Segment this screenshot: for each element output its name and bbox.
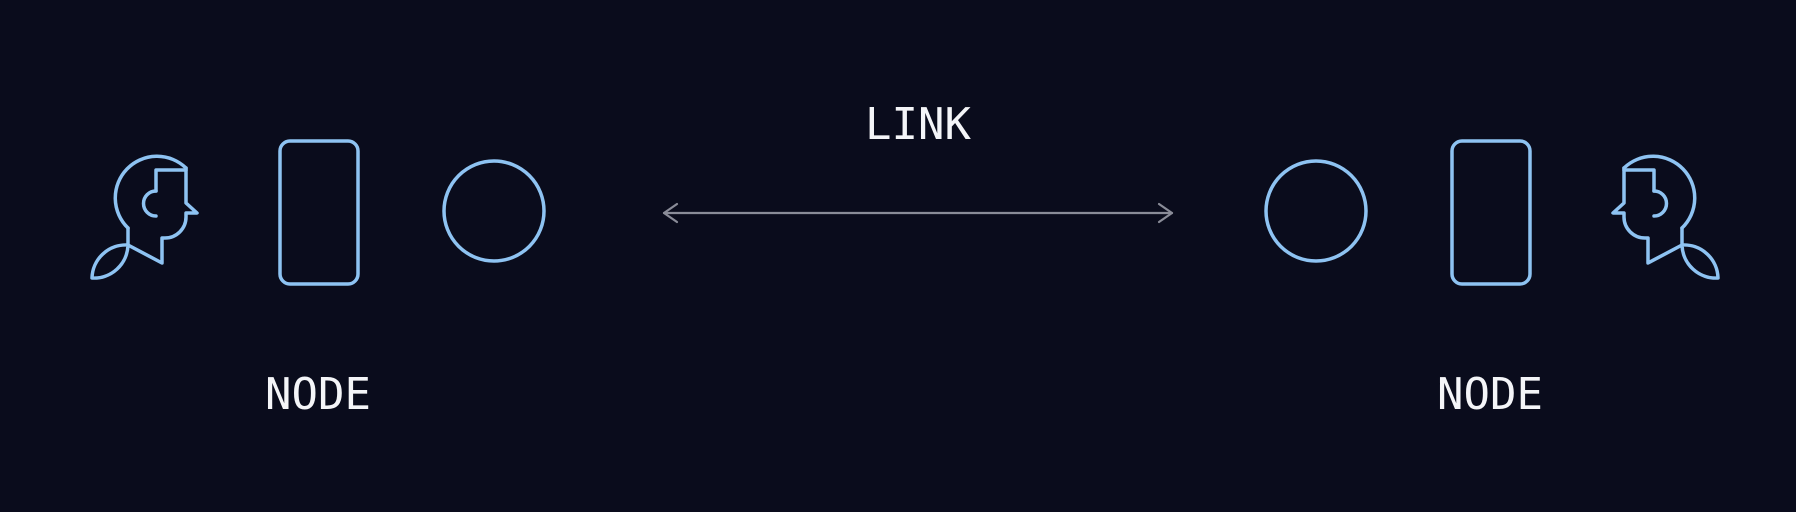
left-node-label: NODE bbox=[265, 369, 371, 420]
link-label: LINK bbox=[865, 99, 971, 150]
person-icon bbox=[90, 154, 199, 280]
circle-icon bbox=[442, 159, 546, 263]
left-node: NODE bbox=[90, 139, 546, 420]
phone-icon bbox=[278, 139, 360, 286]
arrowhead-left-icon bbox=[662, 202, 679, 224]
circle-icon bbox=[1264, 159, 1368, 263]
right-node-label: NODE bbox=[1437, 369, 1543, 420]
link: LINK bbox=[662, 99, 1174, 224]
phone-icon bbox=[1450, 139, 1532, 286]
person-icon bbox=[1611, 154, 1720, 280]
arrowhead-right-icon bbox=[1157, 202, 1174, 224]
right-node: NODE bbox=[1264, 139, 1720, 420]
